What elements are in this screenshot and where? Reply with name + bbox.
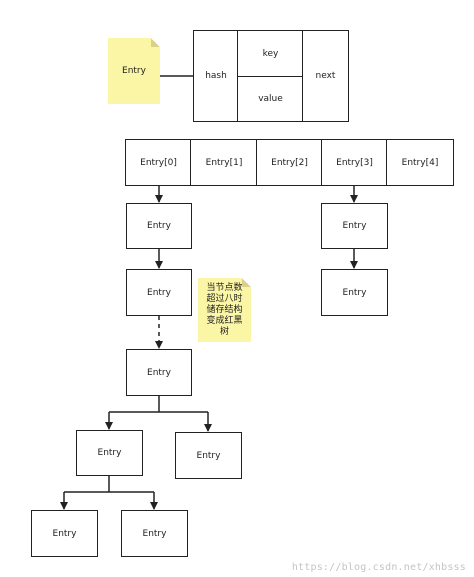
chain0-node2: Entry: [126, 269, 192, 316]
node-label: Entry: [342, 287, 367, 298]
next-label: next: [315, 71, 336, 81]
tree-left-right-node: Entry: [121, 510, 188, 557]
table-cell-label: Entry[0]: [140, 157, 177, 168]
node-label: Entry: [97, 448, 122, 458]
entry-struct-key: key: [237, 30, 304, 78]
note-fold-corner: [242, 278, 251, 287]
entry-note-label: Entry: [122, 66, 146, 76]
node-label: Entry: [147, 287, 171, 298]
entry-struct-next: next: [302, 30, 349, 122]
chain3-node1: Entry: [321, 203, 388, 249]
table-cell-entry1: Entry[1]: [190, 139, 258, 186]
tree-left-node: Entry: [76, 430, 143, 476]
table-cell-entry4: Entry[4]: [386, 139, 454, 186]
value-label: value: [258, 94, 283, 104]
chain0-node1: Entry: [126, 203, 192, 249]
key-label: key: [262, 49, 279, 59]
table-cell-entry3: Entry[3]: [321, 139, 388, 186]
tree-right-node: Entry: [175, 432, 242, 479]
note-fold-corner: [151, 38, 160, 47]
table-cell-entry2: Entry[2]: [256, 139, 323, 186]
node-label: Entry: [196, 450, 221, 461]
chain3-node2: Entry: [321, 269, 388, 316]
hash-label: hash: [205, 71, 227, 81]
treeify-note: 当节点数 超过八时 储存结构 变成红黑 树: [198, 278, 251, 342]
treeify-note-text: 当节点数 超过八时 储存结构 变成红黑 树: [206, 282, 243, 337]
watermark: https://blog.csdn.net/xhbsss: [291, 562, 466, 573]
tree-left-left-node: Entry: [31, 510, 98, 557]
table-cell-label: Entry[1]: [205, 157, 243, 168]
entry-struct-value: value: [237, 76, 304, 122]
node-label: Entry: [142, 528, 167, 539]
table-cell-label: Entry[2]: [271, 157, 308, 168]
entry-struct-hash: hash: [193, 30, 239, 122]
table-cell-entry0: Entry[0]: [125, 139, 192, 186]
table-cell-label: Entry[4]: [401, 157, 439, 168]
node-label: Entry: [147, 221, 171, 231]
entry-note: Entry: [108, 38, 160, 104]
tree-root-node: Entry: [126, 349, 192, 396]
node-label: Entry: [52, 528, 77, 539]
node-label: Entry: [147, 367, 171, 378]
node-label: Entry: [342, 221, 367, 231]
table-cell-label: Entry[3]: [336, 157, 373, 168]
